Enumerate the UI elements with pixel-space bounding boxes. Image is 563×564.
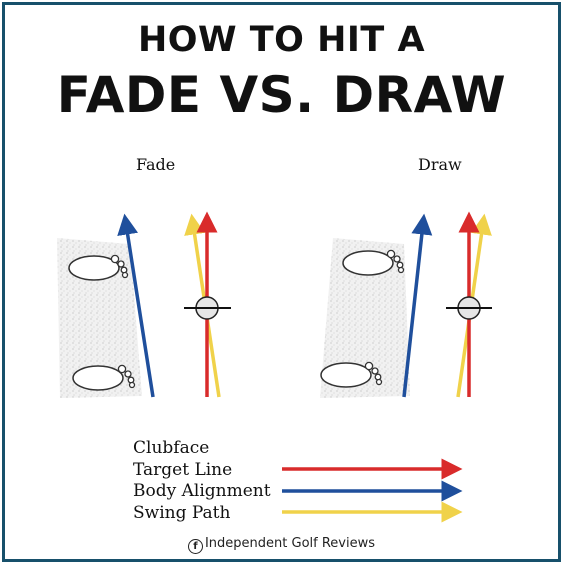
facebook-icon: f [187,539,203,554]
draw-back-foot-icon [320,361,383,388]
legend-clubface-label: Clubface [133,438,210,458]
legend-target-line-label: Target Line [133,459,233,480]
draw-body-alignment-arrow [402,213,433,398]
draw-diagram [320,211,492,398]
legend-body-alignment-label: Body Alignment [133,481,271,501]
fade-front-foot-icon [68,254,129,281]
fade-body-alignment-arrow [117,213,155,398]
fade-back-foot-icon [72,364,136,391]
draw-front-foot-icon [342,249,405,276]
title-line-1: HOW TO HIT A [137,20,426,60]
fade-diagram [57,211,231,398]
draw-label: Draw [418,155,462,174]
draw-stance-area [320,238,410,398]
fade-label: Fade [136,155,176,174]
legend-swing-path-label: Swing Path [133,502,231,523]
credit-text: Independent Golf Reviews [204,536,376,551]
legend: Clubface Target Line Body Alignment Swin… [133,438,271,524]
title-line-2: FADE VS. DRAW [56,66,507,124]
